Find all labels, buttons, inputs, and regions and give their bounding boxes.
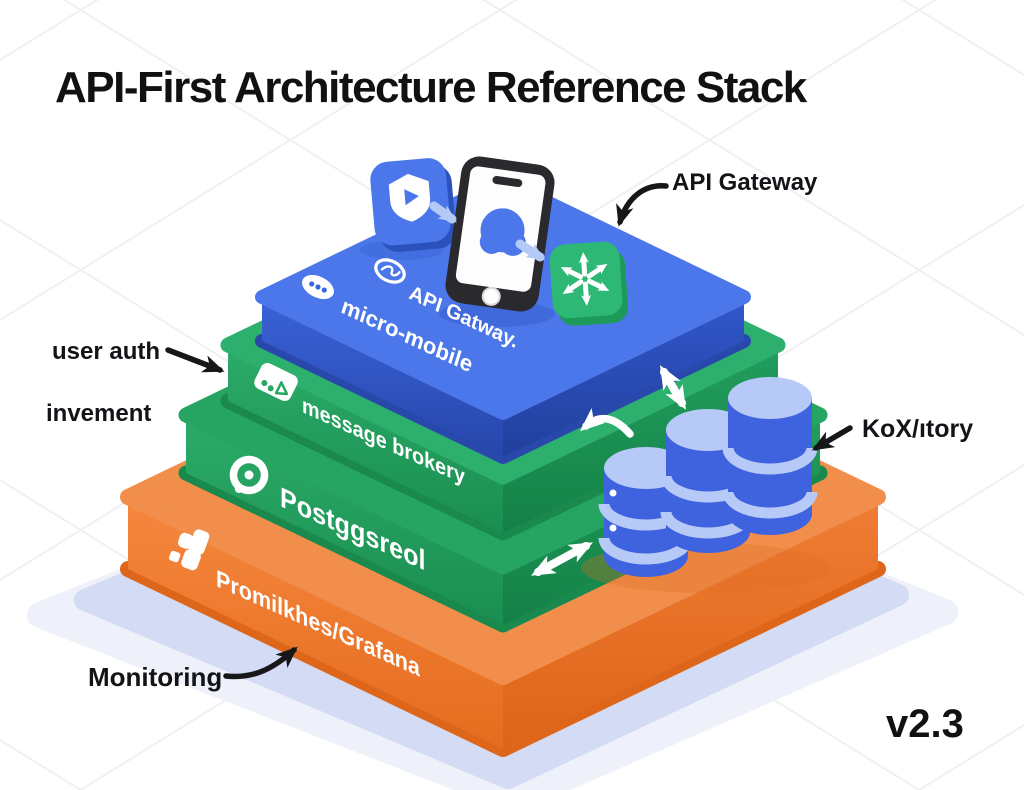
sync-arrow-icon	[530, 542, 590, 576]
annotation-arrow	[223, 646, 298, 680]
annotation-arrow	[165, 347, 225, 373]
callout-api-gateway: API Gateway	[672, 169, 818, 196]
callout-user-auth: user auth	[52, 338, 160, 365]
annotation-arrow	[616, 183, 669, 227]
flow-arrow-icon	[515, 239, 546, 262]
flow-arrow-icon	[429, 201, 457, 224]
page-title: API-First Architecture Reference Stack	[55, 63, 808, 112]
flow-arrows	[429, 201, 546, 262]
service-mesh-icon	[549, 241, 629, 326]
cloud-blob	[479, 208, 526, 256]
stack-flow-arrows	[530, 365, 687, 576]
callout-monitoring: Monitoring	[88, 662, 222, 692]
app-shield-icon	[370, 158, 456, 252]
sync-arrow-icon	[659, 365, 686, 407]
mobile-phone-icon	[445, 156, 555, 312]
snowflake-glyph	[560, 252, 610, 306]
callout-invement: invement	[46, 400, 151, 427]
database-cluster	[581, 377, 831, 593]
undo-arrow-icon	[579, 407, 634, 438]
prometheus-flame-icon	[168, 529, 210, 571]
database-cylinder-icon	[722, 377, 818, 535]
callout-repository: KoX/ıtory	[862, 415, 973, 443]
postgres-icon	[229, 455, 269, 495]
message-broker-icon	[254, 363, 298, 401]
version-badge: v2.3	[886, 702, 964, 746]
annotation-arrow	[811, 425, 853, 451]
annotation-arrows	[165, 183, 853, 680]
micro-mobile-logo-icon	[302, 274, 334, 300]
api-gateway-logo-icon	[374, 258, 406, 284]
